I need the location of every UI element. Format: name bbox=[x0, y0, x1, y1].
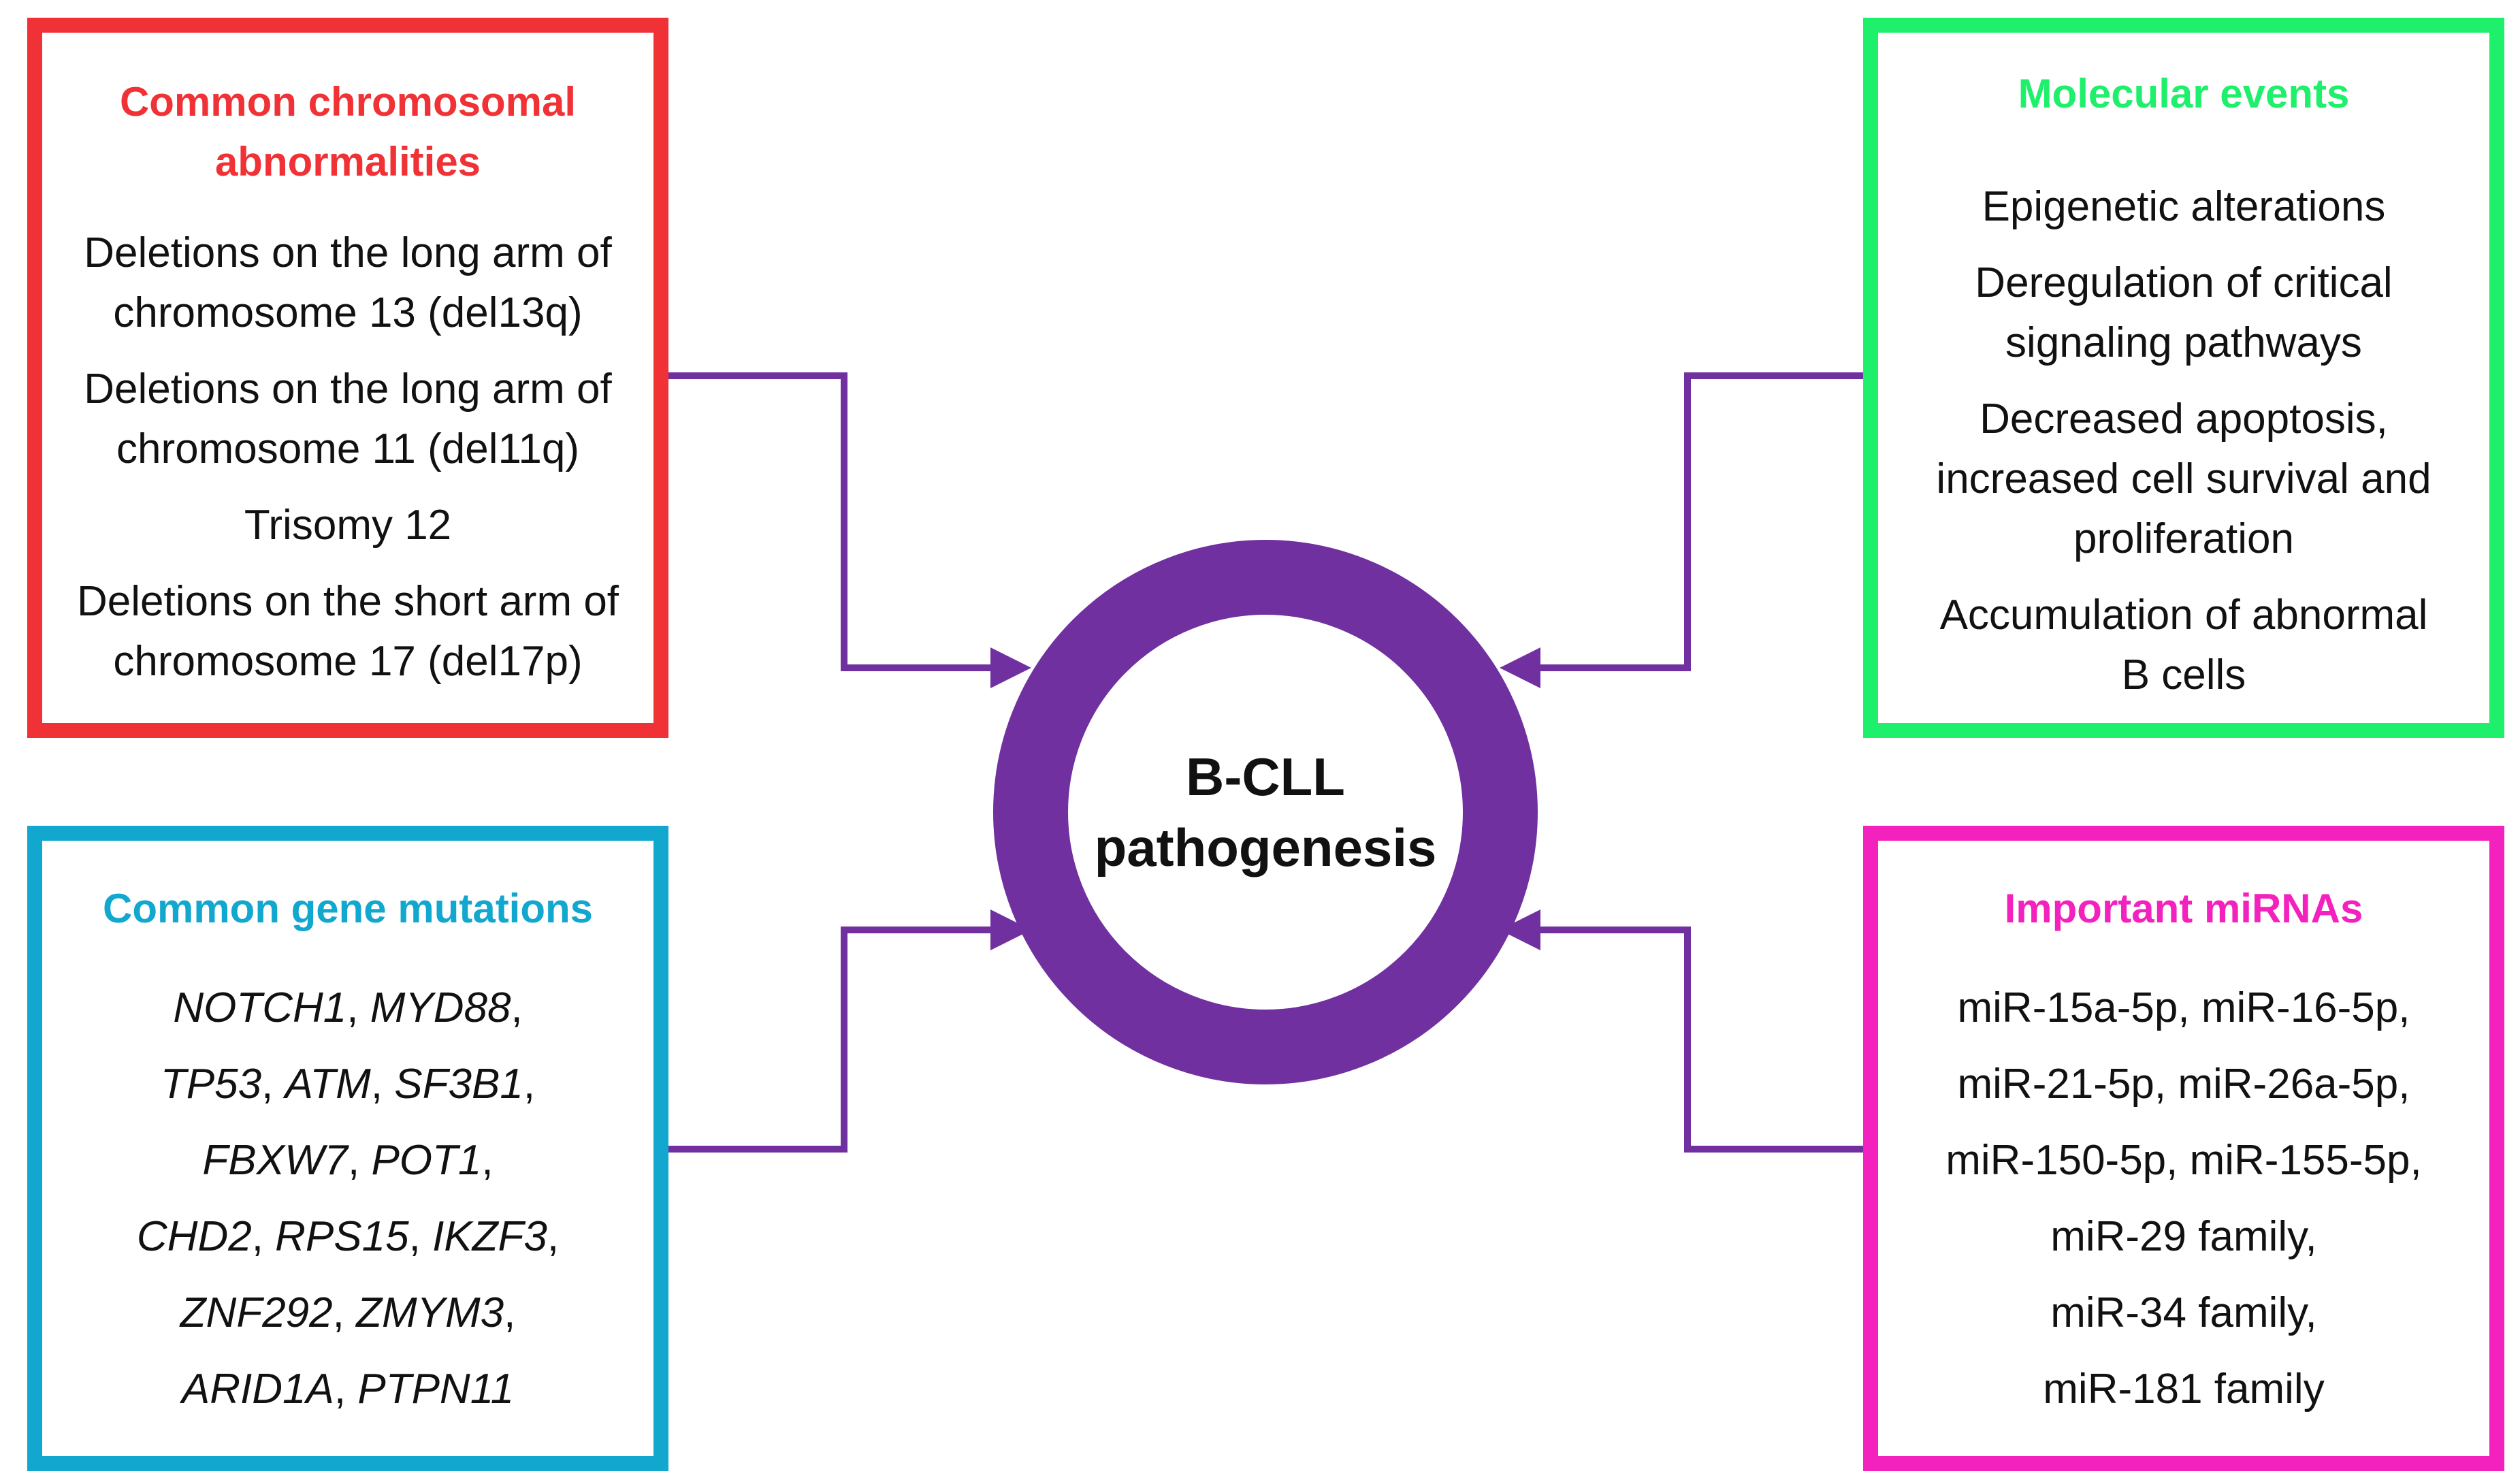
gene-name: MYD88 bbox=[370, 984, 511, 1031]
list-item: miR-150-5p, miR-155-5p, bbox=[1945, 1137, 2422, 1184]
list-item: miR-21-5p, miR-26a-5p, bbox=[1957, 1061, 2410, 1108]
list-item: Deletions on the long arm of chromosome … bbox=[42, 359, 653, 479]
center-node: B-CLL pathogenesis bbox=[993, 540, 1538, 1084]
item-line: Trisomy 12 bbox=[244, 502, 452, 549]
molecular-events-list: Epigenetic alterations Deregulation of c… bbox=[1878, 177, 2489, 722]
chromosomal-abnormalities-title: Common chromosomal abnormalities bbox=[42, 72, 653, 192]
item-line: increased cell survival and bbox=[1936, 455, 2432, 502]
gene-name: RPS15 bbox=[275, 1213, 409, 1260]
item-line: chromosome 13 (del13q) bbox=[113, 289, 583, 336]
important-mirnas-list: miR-15a-5p, miR-16-5p, miR-21-5p, miR-26… bbox=[1878, 978, 2489, 1436]
gene-name: FBXW7 bbox=[202, 1137, 348, 1184]
list-item: miR-34 family, bbox=[2050, 1289, 2317, 1336]
arrow-chromosomal-to-center bbox=[668, 372, 1031, 688]
gene-name: ATM bbox=[285, 1061, 371, 1108]
molecular-events-title: Molecular events bbox=[2018, 71, 2350, 116]
item-line: Accumulation of abnormal bbox=[1939, 592, 2428, 639]
item-line: chromosome 17 (del17p) bbox=[113, 638, 583, 685]
list-item: miR-181 family bbox=[2043, 1366, 2325, 1413]
molecular-events-box: Molecular events Epigenetic alterations … bbox=[1863, 18, 2504, 738]
gene-name: NOTCH1 bbox=[173, 984, 347, 1031]
center-label-line2: pathogenesis bbox=[1094, 818, 1437, 877]
item-line: signaling pathways bbox=[2005, 319, 2362, 366]
list-item: TP53, ATM, SF3B1, bbox=[160, 1061, 536, 1108]
list-item: Deletions on the short arm of chromosome… bbox=[42, 572, 653, 692]
list-item: Deletions on the long arm of chromosome … bbox=[42, 223, 653, 343]
list-item: FBXW7, POT1, bbox=[202, 1137, 494, 1184]
chromosomal-abnormalities-list: Deletions on the long arm of chromosome … bbox=[42, 223, 653, 708]
arrow-mirnas-to-center bbox=[1500, 909, 1863, 1153]
arrow-mutations-to-center bbox=[668, 909, 1031, 1153]
gene-mutations-box: Common gene mutations NOTCH1, MYD88, TP5… bbox=[27, 826, 668, 1471]
title-line: Common chromosomal bbox=[119, 79, 577, 125]
list-item: Trisomy 12 bbox=[42, 496, 653, 555]
list-item: Epigenetic alterations bbox=[1878, 177, 2489, 237]
gene-name: ARID1A bbox=[181, 1366, 334, 1413]
gene-name: IKZF3 bbox=[432, 1213, 547, 1260]
list-item: Decreased apoptosis, increased cell surv… bbox=[1878, 389, 2489, 569]
list-item: CHD2, RPS15, IKZF3, bbox=[136, 1213, 560, 1260]
item-line: chromosome 11 (del11q) bbox=[116, 425, 580, 472]
chromosomal-abnormalities-box: Common chromosomal abnormalities Deletio… bbox=[27, 18, 668, 738]
important-mirnas-title: Important miRNAs bbox=[2004, 886, 2363, 931]
item-line: B cells bbox=[2121, 651, 2246, 698]
item-line: Epigenetic alterations bbox=[1982, 183, 2386, 230]
item-line: Deletions on the long arm of bbox=[84, 366, 612, 413]
list-item: ZNF292, ZMYM3, bbox=[180, 1289, 516, 1336]
center-label: B-CLL pathogenesis bbox=[1088, 741, 1442, 883]
arrow-molecular-to-center bbox=[1500, 372, 1863, 688]
center-label-line1: B-CLL bbox=[1186, 747, 1345, 807]
gene-name: PTPN11 bbox=[357, 1366, 515, 1413]
title-line: abnormalities bbox=[214, 139, 481, 184]
list-item: NOTCH1, MYD88, bbox=[173, 984, 523, 1031]
list-item: miR-15a-5p, miR-16-5p, bbox=[1957, 984, 2410, 1031]
gene-name: SF3B1 bbox=[394, 1061, 523, 1108]
list-item: Accumulation of abnormal B cells bbox=[1878, 585, 2489, 705]
gene-mutations-title: Common gene mutations bbox=[102, 886, 594, 931]
item-line: Deletions on the long arm of bbox=[84, 229, 612, 276]
gene-name: ZNF292 bbox=[180, 1289, 333, 1336]
gene-name: POT1 bbox=[371, 1137, 482, 1184]
item-line: Decreased apoptosis, bbox=[1980, 396, 2388, 442]
gene-name: TP53 bbox=[160, 1061, 262, 1108]
item-line: Deregulation of critical bbox=[1975, 259, 2393, 306]
gene-name: ZMYM3 bbox=[356, 1289, 504, 1336]
item-line: proliferation bbox=[2073, 515, 2294, 562]
list-item: ARID1A, PTPN11 bbox=[181, 1366, 515, 1413]
gene-mutations-list: NOTCH1, MYD88, TP53, ATM, SF3B1, FBXW7, … bbox=[42, 978, 653, 1436]
item-line: Deletions on the short arm of bbox=[76, 578, 619, 625]
list-item: Deregulation of critical signaling pathw… bbox=[1878, 253, 2489, 373]
gene-name: CHD2 bbox=[136, 1213, 252, 1260]
important-mirnas-box: Important miRNAs miR-15a-5p, miR-16-5p, … bbox=[1863, 826, 2504, 1471]
list-item: miR-29 family, bbox=[2050, 1213, 2317, 1260]
